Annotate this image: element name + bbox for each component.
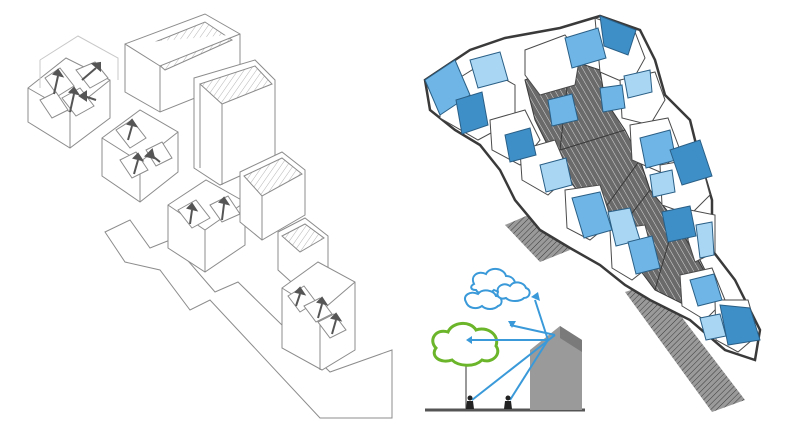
colored-axonometric-panel bbox=[423, 14, 762, 412]
window-blue bbox=[504, 127, 537, 163]
window-blue bbox=[689, 273, 723, 307]
ray-arrowheads bbox=[466, 292, 540, 344]
up-arrow-icon bbox=[78, 90, 97, 102]
up-arrow-icon bbox=[126, 118, 139, 141]
up-arrow-icon bbox=[316, 296, 329, 319]
window-blue bbox=[623, 69, 653, 99]
window-blue bbox=[699, 313, 727, 341]
ground-shadow-bottom bbox=[625, 282, 745, 412]
window-blue bbox=[455, 91, 489, 135]
block-center-large bbox=[193, 59, 276, 186]
up-arrow-icon bbox=[81, 61, 101, 81]
cloud-icon bbox=[464, 289, 503, 310]
up-arrow-icon bbox=[466, 336, 472, 344]
light-rays bbox=[470, 299, 556, 401]
up-arrow-icon bbox=[531, 292, 540, 301]
window-blue bbox=[661, 205, 697, 243]
block-center-right bbox=[239, 151, 306, 241]
up-arrow-icon bbox=[294, 286, 307, 307]
up-arrow-icon bbox=[330, 312, 343, 335]
cloud-icon bbox=[496, 281, 531, 302]
left-roof-arrows bbox=[52, 61, 343, 335]
window-blue bbox=[669, 139, 713, 186]
daylight-section-inset bbox=[425, 268, 585, 412]
roof-windows bbox=[424, 15, 761, 346]
up-arrow-icon bbox=[132, 152, 145, 175]
up-arrow-icon bbox=[68, 86, 81, 113]
window-blue bbox=[599, 15, 637, 56]
window-blue bbox=[547, 93, 579, 127]
up-arrow-icon bbox=[52, 68, 65, 95]
up-arrow-icon bbox=[508, 321, 516, 328]
section-house bbox=[530, 326, 582, 410]
house-volume bbox=[524, 34, 581, 96]
person-icon bbox=[466, 395, 474, 409]
window-blue bbox=[627, 235, 661, 275]
window-blue bbox=[564, 27, 607, 69]
tree-icon bbox=[431, 322, 500, 410]
up-arrow-icon bbox=[218, 196, 231, 221]
clouds bbox=[464, 268, 531, 310]
window-blue bbox=[649, 169, 676, 198]
up-arrow-icon bbox=[186, 202, 199, 225]
line-axonometric-panel bbox=[27, 13, 393, 419]
person-icon bbox=[504, 395, 512, 409]
up-arrow-icon bbox=[144, 148, 161, 163]
ground-shadow-left bbox=[505, 210, 570, 262]
window-blue bbox=[539, 157, 573, 193]
window-blue bbox=[469, 51, 509, 89]
window-blue bbox=[599, 84, 626, 113]
window-blue bbox=[695, 221, 715, 259]
